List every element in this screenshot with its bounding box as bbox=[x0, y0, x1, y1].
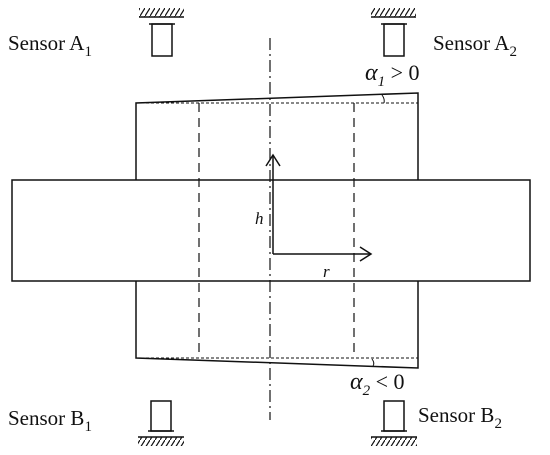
sensor-b2-label: Sensor B2 bbox=[418, 403, 502, 432]
sensor-a1-hatch bbox=[139, 8, 184, 17]
upper-block bbox=[135, 92, 419, 180]
sensor-b2-hatch bbox=[371, 437, 417, 446]
alpha2-arc bbox=[371, 358, 375, 367]
sensor-a2 bbox=[371, 8, 416, 57]
r-axis-arrowhead bbox=[359, 246, 373, 262]
h-axis-label: h bbox=[255, 209, 264, 228]
alpha2-label: α2 < 0 bbox=[350, 369, 405, 399]
sensor-a1-label: Sensor A1 bbox=[8, 31, 92, 60]
sensor-a1-body bbox=[151, 23, 173, 57]
sensor-b1-body bbox=[150, 400, 172, 432]
alpha1-label: α1 > 0 bbox=[365, 60, 420, 90]
sensor-a2-hatch bbox=[371, 8, 416, 17]
lower-block bbox=[135, 281, 419, 369]
sensor-a2-label: Sensor A2 bbox=[433, 31, 517, 60]
sensor-b1-label: Sensor B1 bbox=[8, 406, 92, 435]
sensor-b1 bbox=[138, 400, 184, 446]
r-axis-label: r bbox=[323, 262, 330, 281]
h-axis-arrowhead bbox=[265, 153, 281, 167]
central-plate bbox=[11, 179, 531, 282]
sensor-a2-body bbox=[383, 23, 405, 57]
sensor-b2 bbox=[371, 400, 417, 446]
sensor-b1-hatch bbox=[138, 437, 184, 446]
sensor-a1 bbox=[139, 8, 184, 57]
alpha1-arc bbox=[381, 94, 385, 104]
sensor-b2-body bbox=[383, 400, 405, 432]
